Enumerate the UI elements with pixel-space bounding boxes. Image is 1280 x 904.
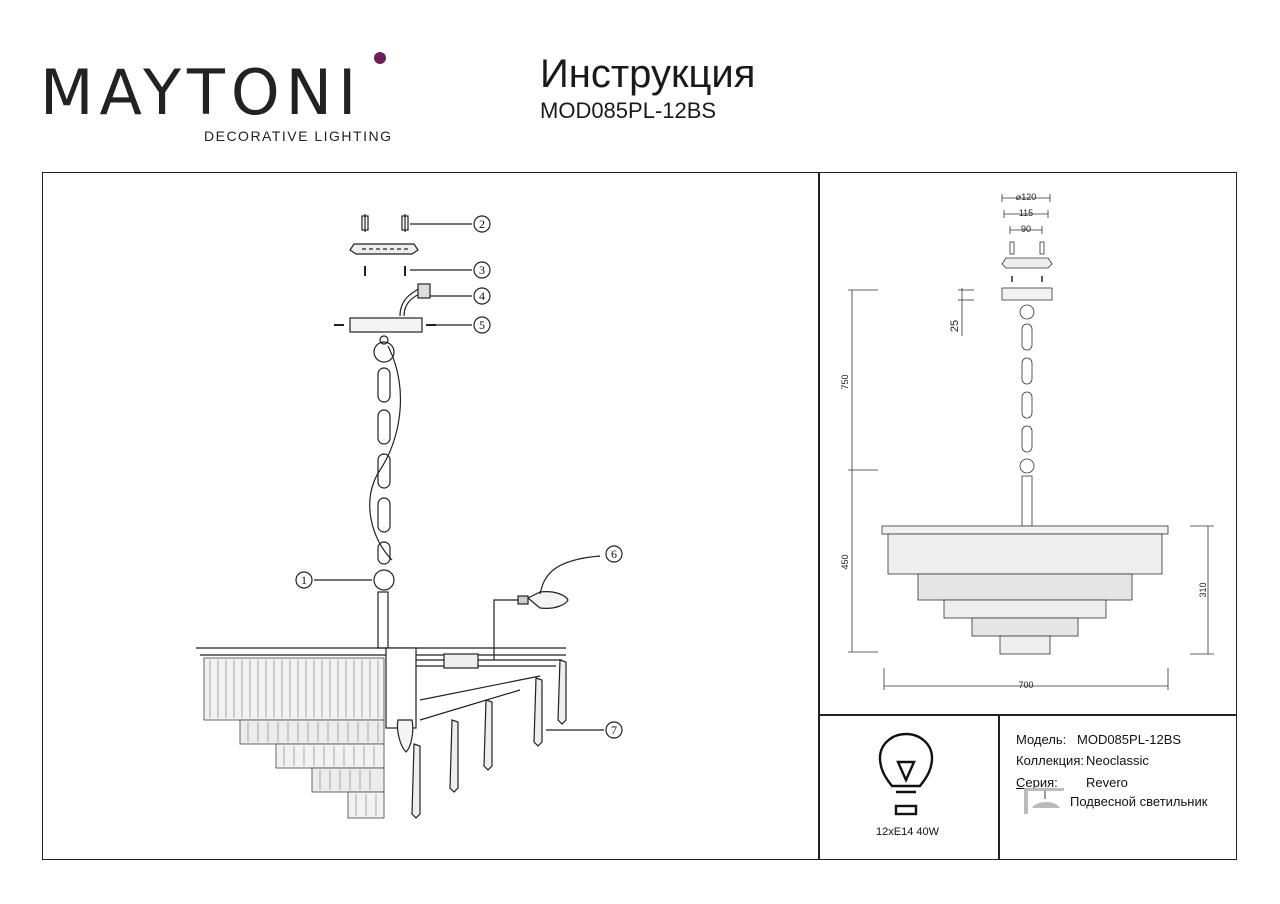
callout-2-label: 2 (479, 217, 485, 231)
callout-7 (605, 721, 623, 739)
dim-width-90: 90 (1021, 224, 1031, 234)
callout-4-label: 4 (479, 289, 485, 303)
type-value: Подвесной светильник (1070, 794, 1208, 809)
series-label: Серия: (1016, 775, 1058, 790)
dim-height-750: 750 (840, 374, 850, 389)
callout-6 (605, 545, 623, 563)
model-label: Модель: (1016, 732, 1067, 747)
document-title: Инструкция (540, 52, 756, 96)
model-value: MOD085PL-12BS (1077, 732, 1182, 747)
callout-2 (473, 215, 491, 233)
brand-logo: MAYTONI (40, 56, 363, 129)
dim-diameter-120: ⌀120 (1016, 192, 1036, 202)
callout-7-label: 7 (611, 723, 617, 737)
dim-width-700: 700 (1018, 680, 1033, 690)
frame-divider-horizontal (818, 714, 1237, 716)
callout-1 (295, 571, 313, 589)
callout-6-label: 6 (611, 547, 617, 561)
callout-1-label: 1 (301, 573, 307, 587)
callout-4 (473, 287, 491, 305)
brand-tagline: DECORATIVE LIGHTING (204, 128, 393, 144)
dim-width-115: 115 (1019, 208, 1033, 218)
dim-height-25: 25 (949, 320, 961, 332)
frame-divider-info (998, 714, 1000, 860)
drawing-frame (42, 172, 1237, 860)
screw-icon (361, 214, 409, 232)
dim-height-450: 450 (840, 554, 850, 569)
collection-label: Коллекция: (1016, 753, 1084, 768)
callout-5 (473, 316, 491, 334)
collection-value: Neoclassic (1086, 753, 1149, 768)
logo-accent-dot (374, 52, 386, 64)
callout-3-label: 3 (479, 263, 485, 277)
frame-divider-vertical (818, 172, 820, 860)
bulb-icon (878, 732, 934, 816)
series-value: Revero (1086, 775, 1128, 790)
callout-3 (473, 261, 491, 279)
callout-5-label: 5 (479, 318, 485, 332)
bulb-spec-text: 12xE14 40W (876, 826, 939, 838)
document-model-code: MOD085PL-12BS (540, 98, 717, 123)
dim-height-310: 310 (1198, 582, 1208, 597)
